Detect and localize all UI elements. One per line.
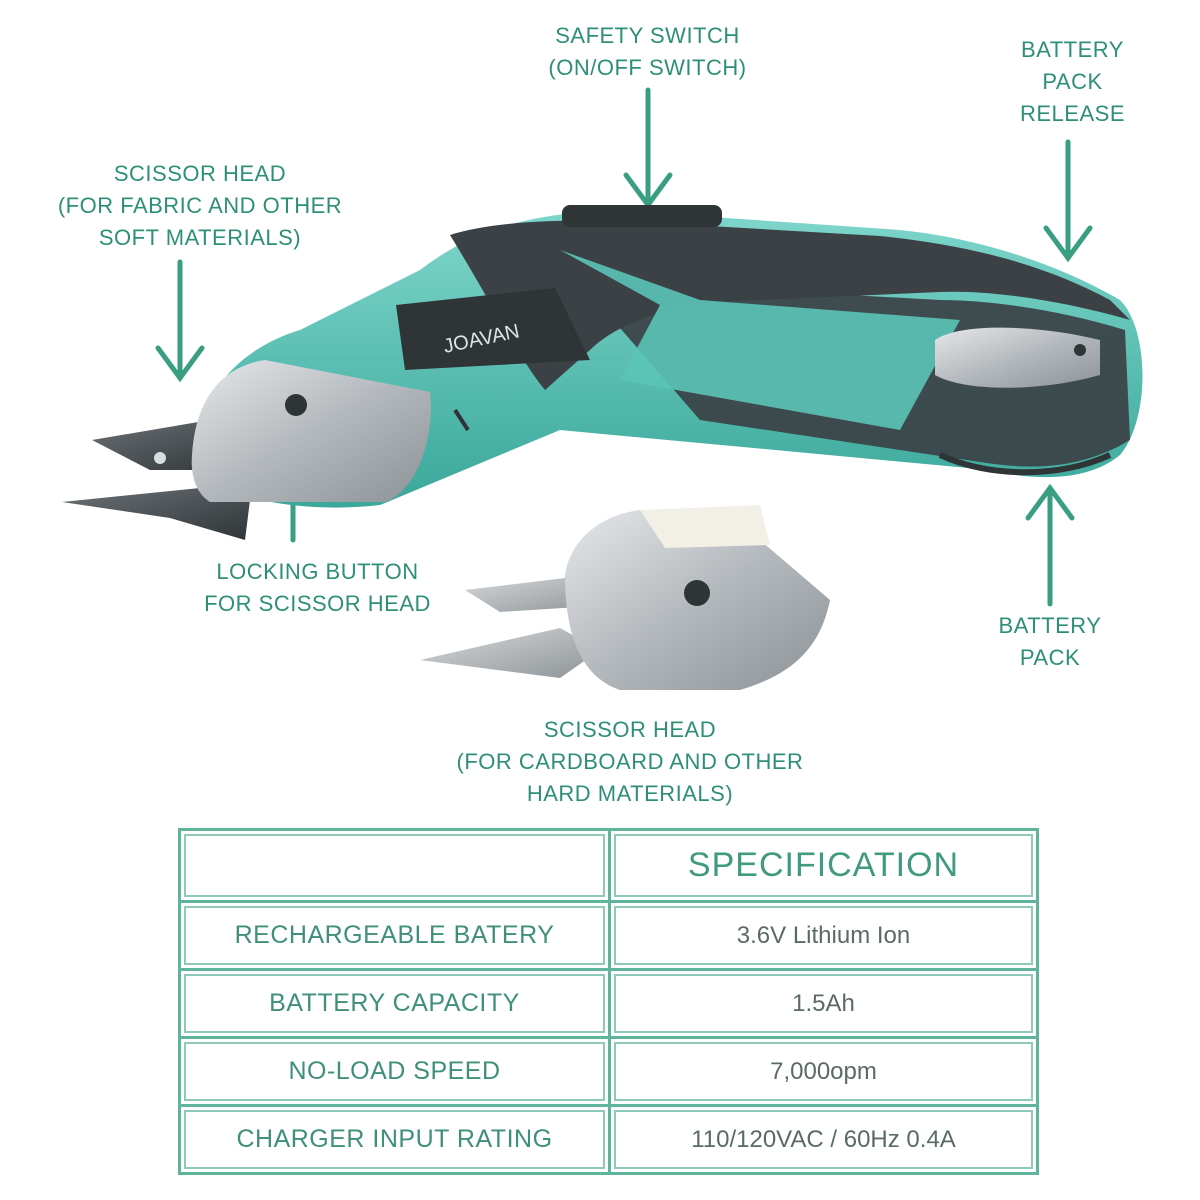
spec-row-name: BATTERY CAPACITY [178, 968, 611, 1039]
locking-button-label: LOCKING BUTTON FOR SCISSOR HEAD [204, 559, 431, 616]
arrow-battery-release-icon [1043, 139, 1093, 263]
arrow-battery-pack-icon [1025, 483, 1075, 607]
spec-row: NO-LOAD SPEED 7,000opm [178, 1036, 1039, 1107]
spec-row: RECHARGEABLE BATERY 3.6V Lithium Ion [178, 900, 1039, 971]
electric-scissors-image [62, 205, 1143, 540]
spec-row-name: NO-LOAD SPEED [178, 1036, 611, 1107]
spec-header-title: SPECIFICATION [608, 828, 1039, 903]
spec-row: BATTERY CAPACITY 1.5Ah [178, 968, 1039, 1039]
spec-row-value: 3.6V Lithium Ion [608, 900, 1039, 971]
spec-header-row: SPECIFICATION [178, 828, 1039, 903]
spare-scissor-head-image [420, 505, 830, 690]
spec-row-name: CHARGER INPUT RATING [178, 1104, 611, 1175]
specification-table: SPECIFICATION RECHARGEABLE BATERY 3.6V L… [178, 828, 1039, 1175]
battery-release-label: BATTERY PACK RELEASE [1020, 37, 1125, 126]
spec-row-value: 7,000opm [608, 1036, 1039, 1107]
scissor-head-soft-label: SCISSOR HEAD (FOR FABRIC AND OTHER SOFT … [57, 161, 343, 250]
arrow-safety-switch-icon [623, 87, 673, 210]
spec-row: CHARGER INPUT RATING 110/120VAC / 60Hz 0… [178, 1104, 1039, 1175]
battery-pack-label: BATTERY PACK [998, 613, 1102, 670]
spec-row-value: 110/120VAC / 60Hz 0.4A [608, 1104, 1039, 1175]
spec-header-blank [178, 828, 611, 903]
safety-switch-label: SAFETY SWITCH (ON/OFF SWITCH) [548, 23, 747, 80]
spec-row-name: RECHARGEABLE BATERY [178, 900, 611, 971]
spec-row-value: 1.5Ah [608, 968, 1039, 1039]
product-illustration: JOAVAN [62, 87, 1143, 690]
scissor-head-hard-label: SCISSOR HEAD (FOR CARDBOARD AND OTHER HA… [456, 717, 804, 806]
arrow-scissor-head-soft-icon [155, 259, 205, 383]
